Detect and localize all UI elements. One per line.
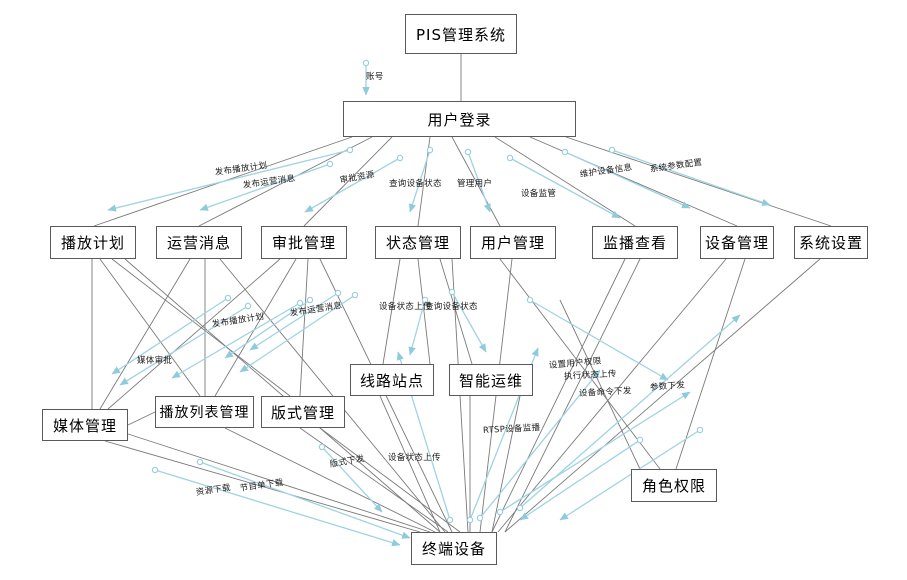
node-label: 播放计划 — [60, 234, 125, 252]
node-label: 线路站点 — [359, 371, 424, 390]
node-line-station[interactable]: 线路站点 — [350, 364, 434, 396]
node-label: 用户管理 — [480, 234, 545, 252]
node-user-management[interactable]: 用户管理 — [470, 226, 556, 259]
node-label: PIS管理系统 — [416, 25, 506, 44]
edge-label-query-device-status-top: 查询设备状态 — [389, 179, 442, 189]
node-label: 审批管理 — [271, 234, 336, 252]
node-device-management[interactable]: 设备管理 — [700, 226, 774, 259]
node-layout-management[interactable]: 版式管理 — [261, 396, 345, 428]
node-label: 智能运维 — [458, 371, 523, 390]
edge-label-account: 账号 — [366, 72, 384, 82]
node-label: 播放列表管理 — [159, 405, 250, 421]
node-terminal-device[interactable]: 终端设备 — [411, 532, 497, 565]
edge-label-device-supervision: 设备监管 — [521, 189, 557, 199]
node-play-plan[interactable]: 播放计划 — [50, 226, 136, 259]
node-approval-management[interactable]: 审批管理 — [261, 226, 347, 259]
node-status-management[interactable]: 状态管理 — [375, 226, 461, 259]
node-operation-message[interactable]: 运营消息 — [156, 226, 242, 259]
edge-label-media-approval: 媒体审批 — [137, 356, 173, 366]
node-monitor-view[interactable]: 监播查看 — [592, 226, 678, 259]
edge-label-device-status-upload-bot: 设备状态上传 — [388, 453, 441, 463]
edge-label-param-issue: 参数下发 — [649, 380, 686, 393]
node-playlist-management[interactable]: 播放列表管理 — [155, 396, 254, 428]
node-label: 运营消息 — [166, 234, 231, 252]
node-login[interactable]: 用户登录 — [343, 101, 576, 137]
node-role-permission[interactable]: 角色权限 — [631, 469, 717, 502]
node-label: 终端设备 — [421, 540, 486, 558]
edge-label-manage-user: 管理用户 — [457, 179, 493, 189]
edge-label-device-status-upload-mid: 设备状态上传 — [379, 302, 432, 312]
node-label: 媒体管理 — [52, 416, 117, 435]
node-pis[interactable]: PIS管理系统 — [405, 14, 517, 54]
node-label: 设备管理 — [704, 234, 769, 252]
node-label: 监播查看 — [602, 234, 667, 252]
node-intelligent-ops[interactable]: 智能运维 — [449, 364, 533, 396]
node-label: 用户登录 — [427, 110, 492, 129]
node-label: 版式管理 — [270, 403, 335, 422]
node-media-management[interactable]: 媒体管理 — [42, 409, 128, 441]
node-system-settings[interactable]: 系统设置 — [794, 226, 868, 259]
node-label: 系统设置 — [798, 234, 863, 252]
node-label: 角色权限 — [641, 477, 706, 495]
edge-label-query-device-status-mid: 查询设备状态 — [425, 302, 478, 312]
node-label: 状态管理 — [385, 234, 450, 252]
